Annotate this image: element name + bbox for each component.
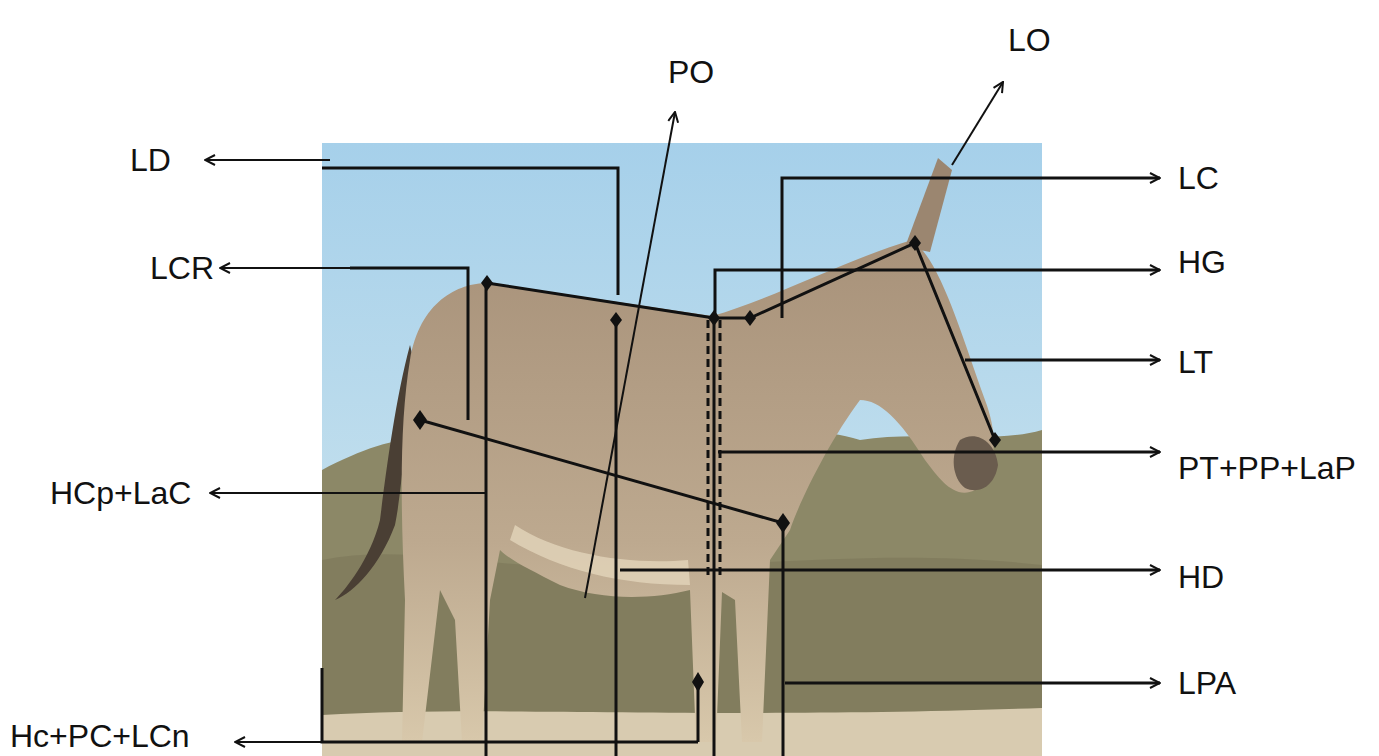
- measurement-lines: [205, 82, 1160, 756]
- measure-abbrev: HG: [1178, 246, 1226, 278]
- measure-abbrev: Hc+PC+LCn: [10, 720, 190, 752]
- measure-abbrev: PO: [668, 56, 714, 88]
- measure-abbrev: LO: [1008, 24, 1051, 56]
- measure-abbrev: PT+PP+LaP: [1178, 452, 1356, 484]
- measure-abbrev: LD: [130, 144, 171, 176]
- measure-abbrev: HD: [1178, 561, 1224, 593]
- landmark-points: [413, 235, 1001, 692]
- measure-abbrev: LCR: [150, 252, 214, 284]
- measure-abbrev: HCp+LaC: [50, 477, 191, 509]
- measure-abbrev: LPA: [1178, 667, 1236, 699]
- measure-abbrev: LT: [1178, 346, 1213, 378]
- measure-abbrev: LC: [1178, 162, 1219, 194]
